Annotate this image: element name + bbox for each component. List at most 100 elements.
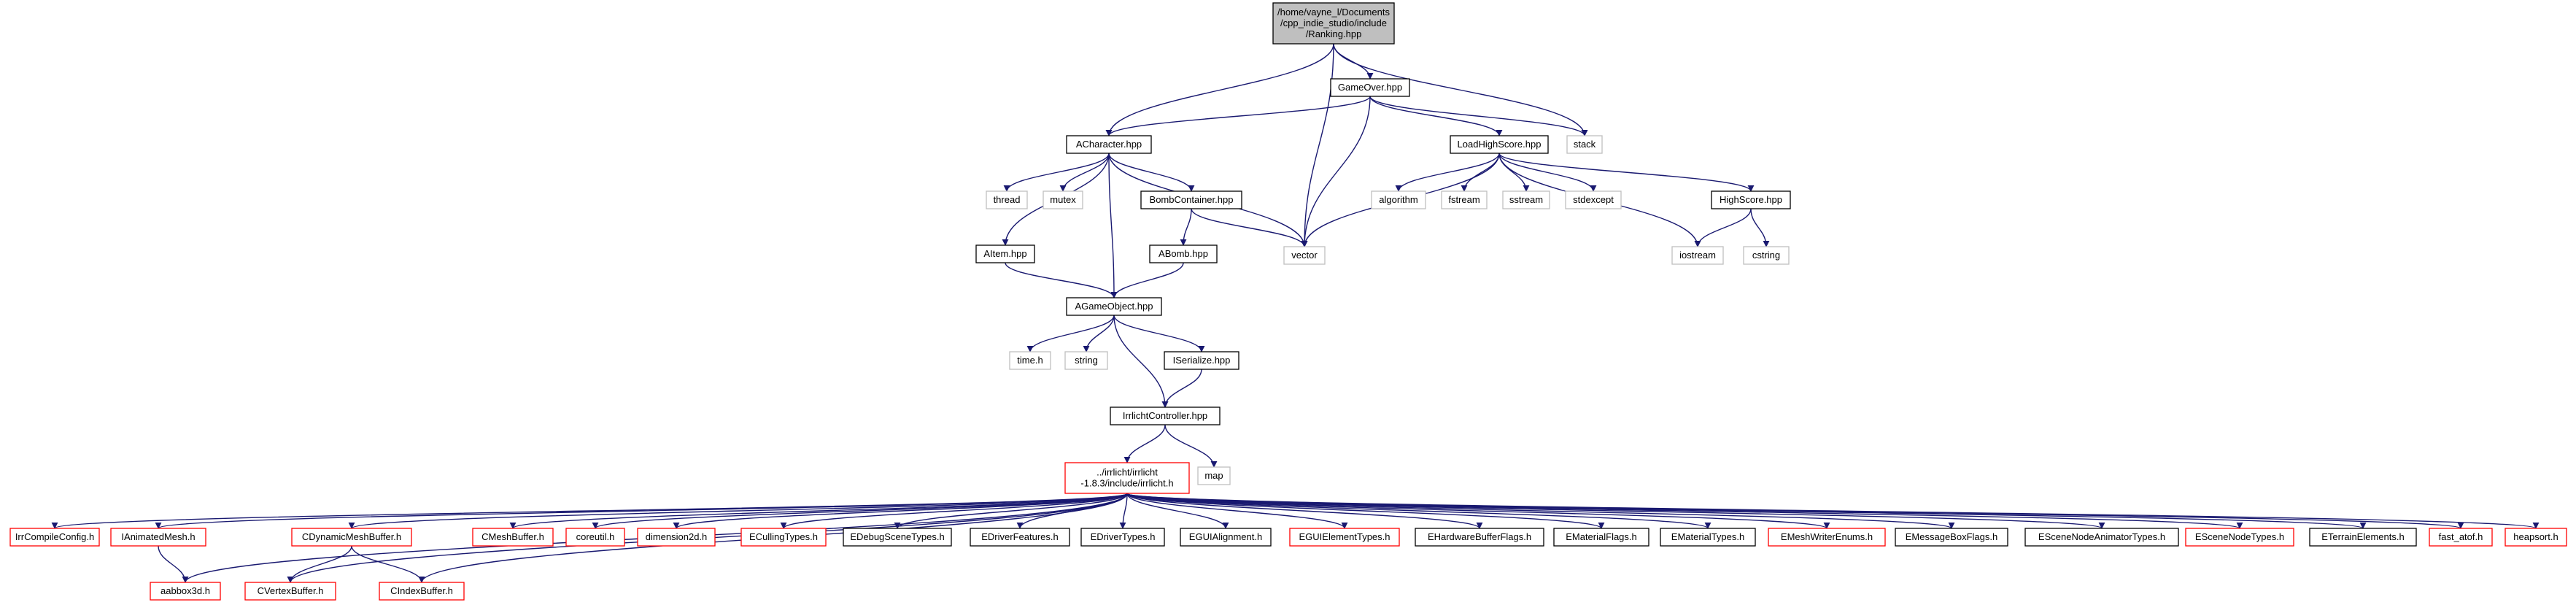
- node-irrlichth[interactable]: ../irrlicht/irrlicht-1.8.3/include/irrli…: [1064, 462, 1190, 494]
- node-label-aitem: AItem.hpp: [983, 248, 1026, 259]
- node-label-irrlichtcontroller: IrrlichtController.hpp: [1123, 410, 1207, 421]
- node-box-stack: [1566, 135, 1603, 154]
- edge-irrlichth-to-dimension2d: [673, 493, 1128, 529]
- node-escenenodetypes[interactable]: ESceneNodeTypes.h: [2185, 528, 2294, 547]
- node-cindexbuffer[interactable]: CIndexBuffer.h: [379, 582, 465, 601]
- node-eguialignment[interactable]: EGUIAlignment.h: [1180, 528, 1272, 547]
- node-label-iserialize: ISerialize.hpp: [1173, 355, 1231, 366]
- node-label-abomb: ABomb.hpp: [1159, 248, 1208, 259]
- node-label-ehardwarebufferflags: EHardwareBufferFlags.h: [1428, 531, 1531, 542]
- node-aitem[interactable]: AItem.hpp: [975, 244, 1035, 263]
- node-gameover[interactable]: GameOver.hpp: [1330, 78, 1410, 97]
- node-ematerialflags[interactable]: EMaterialFlags.h: [1553, 528, 1649, 547]
- node-box-bombcontainer: [1140, 190, 1242, 209]
- node-box-sstream: [1502, 190, 1550, 209]
- node-box-cmeshbuffer: [472, 528, 554, 547]
- node-label-heapsort: heapsort.h: [2513, 531, 2558, 542]
- node-label-highscore: HighScore.hpp: [1720, 194, 1782, 205]
- node-heapsort[interactable]: heapsort.h: [2505, 528, 2567, 547]
- node-box-aabbox3d: [150, 582, 221, 601]
- node-label-gameover: GameOver.hpp: [1338, 82, 1402, 93]
- node-ehardwarebufferflags[interactable]: EHardwareBufferFlags.h: [1415, 528, 1544, 547]
- node-eguielementtypes[interactable]: EGUIElementTypes.h: [1289, 528, 1400, 547]
- node-string: string: [1064, 351, 1108, 370]
- edge-loadhighscore-to-fstream: [1461, 153, 1500, 192]
- node-box-iostream: [1671, 246, 1724, 265]
- node-box-highscore: [1711, 190, 1791, 209]
- node-label-agameobject: AGameObject.hpp: [1075, 301, 1153, 312]
- node-box-fastatof: [2429, 528, 2493, 547]
- edge-irrlichth-to-eguialignment: [1126, 493, 1229, 529]
- edge-loadhighscore-to-algorithm: [1395, 153, 1500, 192]
- node-irrcompileconfig[interactable]: IrrCompileConfig.h: [9, 528, 100, 547]
- edge-agameobject-to-iserialize: [1113, 315, 1205, 352]
- node-label-thread: thread: [994, 194, 1021, 205]
- node-label-emeshwriterenums: EMeshWriterEnums.h: [1781, 531, 1873, 542]
- node-ecullingtypes[interactable]: ECullingTypes.h: [740, 528, 827, 547]
- node-dimension2d[interactable]: dimension2d.h: [637, 528, 716, 547]
- edge-loadhighscore-to-highscore: [1498, 153, 1755, 192]
- node-label-cstring: cstring: [1752, 250, 1780, 261]
- node-edriverfeatures[interactable]: EDriverFeatures.h: [970, 528, 1070, 547]
- node-fastatof[interactable]: fast_atof.h: [2429, 528, 2493, 547]
- node-abomb[interactable]: ABomb.hpp: [1149, 244, 1218, 263]
- node-label-loadhighscore: LoadHighScore.hpp: [1458, 139, 1542, 150]
- node-root[interactable]: /home/vayne_l/Documents/cpp_indie_studio…: [1272, 2, 1395, 45]
- edge-agameobject-to-string: [1083, 315, 1115, 352]
- node-timeh: time.h: [1009, 351, 1051, 370]
- edge-irrlichth-to-escenenodeanimatortypes: [1126, 493, 2105, 529]
- edge-irrlichtcontroller-to-map: [1164, 424, 1218, 468]
- edge-gameover-to-stack: [1369, 96, 1588, 136]
- edge-iserialize-to-irrlichtcontroller: [1161, 369, 1202, 408]
- node-iostream: iostream: [1671, 246, 1724, 265]
- edge-bombcontainer-to-abomb: [1180, 208, 1192, 246]
- node-edebugscenetypes[interactable]: EDebugSceneTypes.h: [843, 528, 952, 547]
- node-label-stdexcept: stdexcept: [1573, 194, 1614, 205]
- node-box-mutex: [1043, 190, 1083, 209]
- node-cvertexbuffer[interactable]: CVertexBuffer.h: [244, 582, 336, 601]
- node-box-irrlichtcontroller: [1110, 406, 1221, 425]
- node-ematerialtypes[interactable]: EMaterialTypes.h: [1660, 528, 1756, 547]
- node-edrivertypes[interactable]: EDriverTypes.h: [1080, 528, 1165, 547]
- node-escenenodeanimatortypes[interactable]: ESceneNodeAnimatorTypes.h: [2024, 528, 2179, 547]
- node-acharacter[interactable]: ACharacter.hpp: [1066, 135, 1152, 154]
- node-ianimatedmesh[interactable]: IAnimatedMesh.h: [110, 528, 206, 547]
- edge-irrlichth-to-ematerialtypes: [1126, 493, 1711, 529]
- node-label-algorithm: algorithm: [1379, 194, 1417, 205]
- node-emeshwriterenums[interactable]: EMeshWriterEnums.h: [1768, 528, 1886, 547]
- node-label-timeh: time.h: [1017, 355, 1043, 366]
- node-box-cindexbuffer: [379, 582, 465, 601]
- node-label-irrcompileconfig: IrrCompileConfig.h: [15, 531, 94, 542]
- node-eterrainelements[interactable]: ETerrainElements.h: [2309, 528, 2417, 547]
- edge-abomb-to-agameobject: [1110, 262, 1184, 298]
- node-label-acharacter: ACharacter.hpp: [1076, 139, 1142, 150]
- node-highscore[interactable]: HighScore.hpp: [1711, 190, 1791, 209]
- node-aabbox3d[interactable]: aabbox3d.h: [150, 582, 221, 601]
- edge-acharacter-to-mutex: [1059, 153, 1110, 192]
- edge-irrlichth-to-heapsort: [1126, 493, 2539, 529]
- node-label-cindexbuffer: CIndexBuffer.h: [390, 585, 453, 596]
- node-box-iserialize: [1164, 351, 1239, 370]
- node-bombcontainer[interactable]: BombContainer.hpp: [1140, 190, 1242, 209]
- edge-agameobject-to-timeh: [1026, 315, 1115, 352]
- node-agameobject[interactable]: AGameObject.hpp: [1066, 297, 1162, 316]
- edge-gameover-to-vector: [1301, 96, 1371, 247]
- edge-gameover-to-acharacter: [1105, 96, 1371, 136]
- node-emessageboxflags[interactable]: EMessageBoxFlags.h: [1895, 528, 2008, 547]
- node-iserialize[interactable]: ISerialize.hpp: [1164, 351, 1239, 370]
- node-label-edebugscenetypes: EDebugSceneTypes.h: [850, 531, 944, 542]
- node-box-root: [1272, 2, 1395, 45]
- node-loadhighscore[interactable]: LoadHighScore.hpp: [1450, 135, 1549, 154]
- edge-root-to-vector: [1301, 43, 1334, 247]
- node-label-root: /cpp_indie_studio/include: [1280, 18, 1387, 28]
- node-box-coreutil: [565, 528, 625, 547]
- node-cdynamicmeshbuffer[interactable]: CDynamicMeshBuffer.h: [291, 528, 412, 547]
- edge-highscore-to-cstring: [1750, 208, 1770, 247]
- edge-irrlichtcontroller-to-irrlichth: [1123, 424, 1166, 463]
- node-irrlichtcontroller[interactable]: IrrlichtController.hpp: [1110, 406, 1221, 425]
- node-label-root: /home/vayne_l/Documents: [1277, 7, 1390, 18]
- node-label-vector: vector: [1291, 250, 1318, 261]
- node-thread: thread: [986, 190, 1028, 209]
- node-coreutil[interactable]: coreutil.h: [565, 528, 625, 547]
- node-cmeshbuffer[interactable]: CMeshBuffer.h: [472, 528, 554, 547]
